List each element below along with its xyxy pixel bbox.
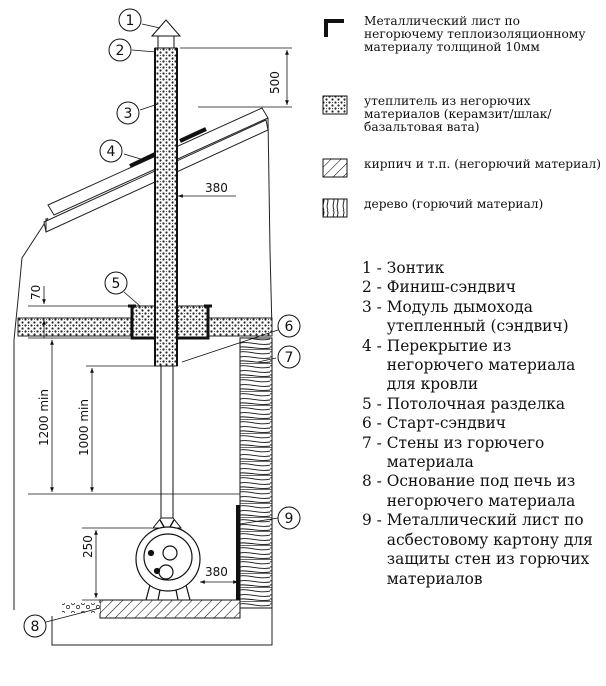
insulation-swatch-icon — [322, 95, 348, 115]
part-number: 1 - — [362, 259, 387, 277]
part-label: Стены из горючего материала — [386, 433, 545, 472]
part-number: 9 - — [362, 511, 387, 530]
dimension-lines — [28, 47, 292, 601]
part-label: Старт-сэндвич — [386, 414, 506, 433]
svg-text:1: 1 — [126, 13, 135, 29]
brick-swatch-icon — [322, 158, 348, 178]
callout-6: 6 — [277, 314, 301, 338]
callout-4: 4 — [99, 139, 123, 163]
part-item: 8 - Основание под печь из негорючего мат… — [362, 472, 602, 511]
stove — [135, 526, 201, 601]
callout-7: 7 — [277, 345, 301, 369]
callout-8: 8 — [23, 614, 47, 638]
svg-text:6: 6 — [285, 319, 294, 335]
dim-380-roof: 380 — [205, 181, 228, 195]
part-item: 2 - Финиш-сэндвич — [362, 278, 602, 297]
legend-text-insulation: утеплитель из негорючих материалов (кера… — [364, 94, 552, 134]
dim-70: 70 — [29, 285, 43, 300]
legend-item-insulation: утеплитель из негорючих материалов (кера… — [322, 95, 602, 145]
legend-text-brick: кирпич и т.п. (негорючий материал) — [364, 157, 601, 171]
svg-text:5: 5 — [112, 276, 121, 292]
callout-3: 3 — [116, 101, 140, 125]
part-item: 6 - Старт-сэндвич — [362, 414, 602, 433]
legend-item-metal-sheet: Металлический лист по негорючему теплоиз… — [322, 15, 602, 65]
part-label: Основание под печь из негорючего материа… — [386, 472, 576, 510]
part-number: 8 - — [362, 472, 387, 491]
callout-9: 9 — [277, 506, 301, 530]
chimney-umbrella — [150, 19, 182, 48]
callout-leaders — [45, 23, 279, 623]
legend-text-metal-sheet: Металлический лист по негорючему теплоиз… — [364, 14, 586, 54]
floor — [62, 603, 100, 613]
part-label: Перекрытие из негорючего материала для к… — [386, 336, 576, 394]
callout-1: 1 — [118, 8, 142, 32]
svg-text:9: 9 — [285, 511, 294, 527]
part-number: 2 - — [362, 278, 387, 297]
svg-text:8: 8 — [31, 619, 40, 635]
part-number: 6 - — [362, 414, 387, 433]
dim-500: 500 — [268, 71, 282, 94]
metal-sheet-swatch-icon — [324, 19, 344, 37]
part-label: Модуль дымохода утепленный (сэндвич) — [386, 297, 569, 336]
part-number: 3 - — [362, 297, 387, 316]
legend-item-wood: дерево (горючий материал) — [322, 198, 602, 218]
legend-text-wood: дерево (горючий материал) — [364, 197, 544, 211]
chimney-sandwich — [154, 47, 178, 367]
part-number: 4 - — [362, 336, 387, 355]
stove-base — [99, 599, 241, 619]
part-number: 7 - — [362, 433, 387, 452]
dim-250: 250 — [81, 535, 95, 558]
svg-text:2: 2 — [116, 43, 125, 59]
part-item: 4 - Перекрытие из негорючего материала д… — [362, 337, 602, 395]
part-number: 5 - — [362, 394, 387, 413]
svg-text:7: 7 — [285, 350, 294, 366]
legend-item-brick: кирпич и т.п. (негорючий материал) — [322, 158, 602, 188]
part-item: 9 - Металлический лист по асбестовому ка… — [362, 511, 602, 589]
part-item: 7 - Стены из горючего материала — [362, 434, 602, 473]
dim-1200-min: 1200 min — [37, 389, 51, 446]
callout-5: 5 — [104, 271, 128, 295]
dim-1000-min: 1000 min — [77, 399, 91, 456]
part-label: Зонтик — [386, 259, 445, 277]
svg-text:4: 4 — [107, 144, 116, 160]
callout-2: 2 — [108, 38, 132, 62]
single-wall-pipe — [151, 365, 183, 534]
dim-380-stove: 380 — [205, 565, 228, 579]
part-item: 5 - Потолочная разделка — [362, 395, 602, 414]
part-item: 3 - Модуль дымохода утепленный (сэндвич) — [362, 298, 602, 337]
part-label: Финиш-сэндвич — [386, 278, 516, 297]
parts-list: 1 - Зонтик 2 - Финиш-сэндвич 3 - Модуль … — [362, 259, 602, 589]
svg-text:3: 3 — [124, 106, 133, 122]
part-label: Металлический лист по асбестовому картон… — [386, 511, 593, 588]
part-label: Потолочная разделка — [386, 394, 566, 413]
wooden-wall — [239, 337, 273, 609]
wood-swatch-icon — [322, 198, 348, 218]
roof-metal-sheet — [129, 127, 207, 168]
part-item: 1 - Зонтик — [362, 259, 602, 278]
